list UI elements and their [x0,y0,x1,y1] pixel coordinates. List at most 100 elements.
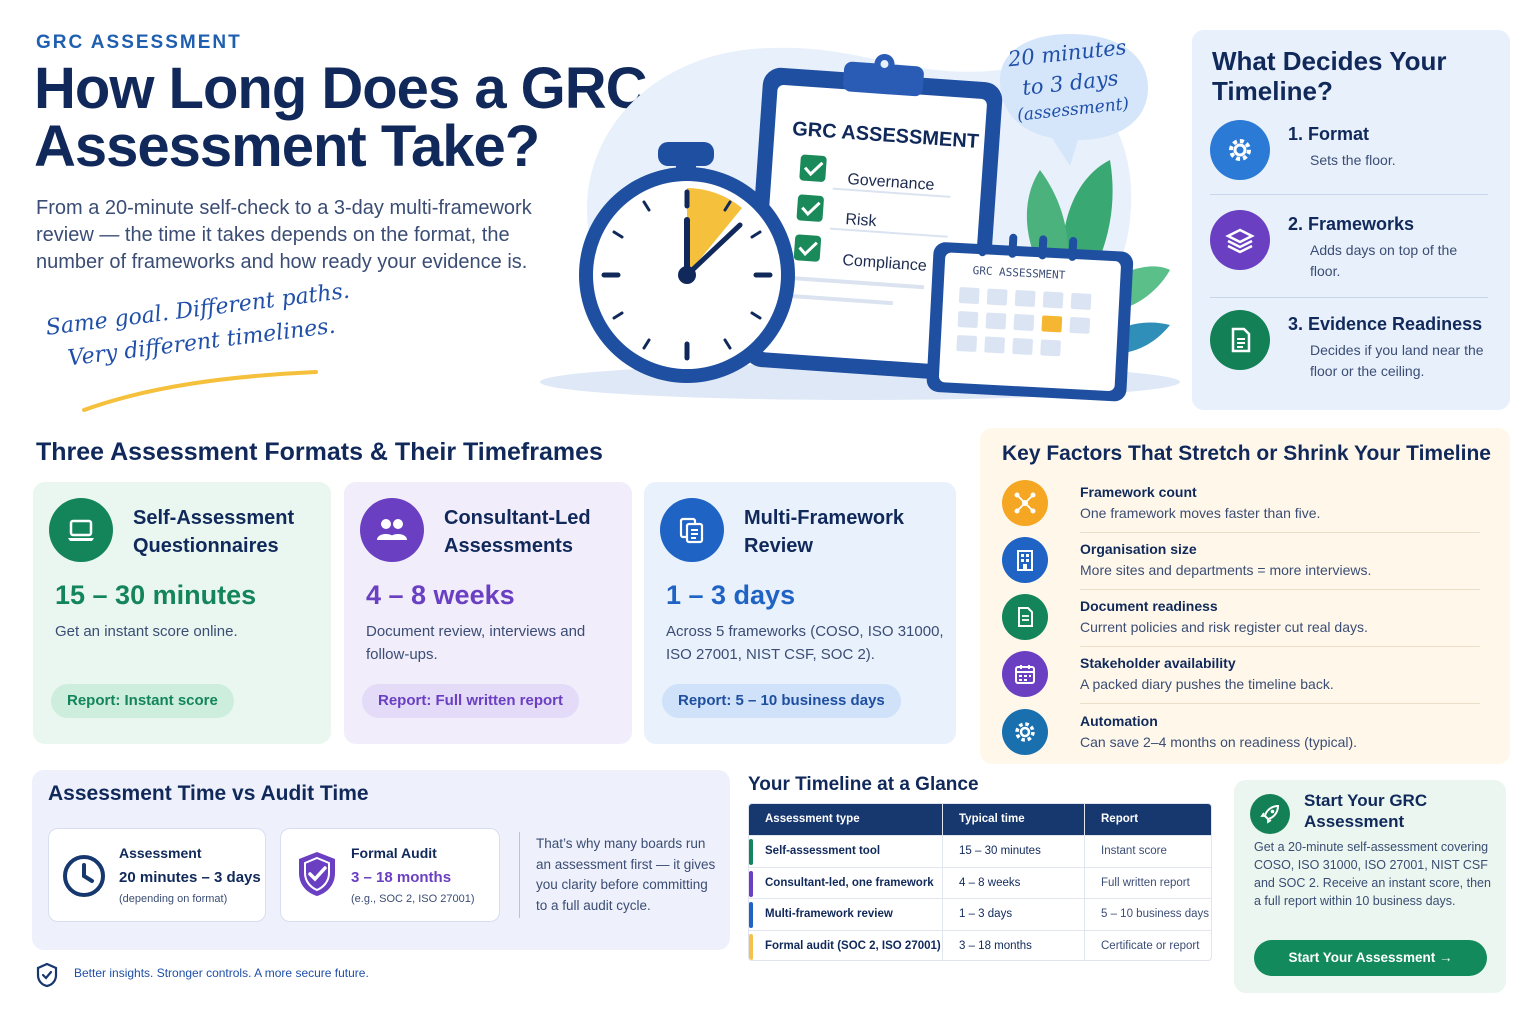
hero-subtitle: From a 20-minute self-check to a 3-day m… [36,197,532,273]
table-row: Self-assessment tool 15 – 30 minutes Ins… [749,835,1211,867]
row-color-bar [749,839,753,865]
network-icon [1002,480,1048,526]
table-row: Formal audit (SOC 2, ISO 27001) 3 – 18 m… [749,929,1211,961]
timeline-title: Your Timeline at a Glance [748,774,979,795]
decides-item-name: 2. Frameworks [1288,214,1415,234]
decides-item-desc: Adds days on top of the floor. [1310,242,1458,279]
row-color-bar [749,870,753,897]
key-factors-panel: Key Factors That Stretch or Shrink Your … [980,428,1510,764]
decides-item-desc: Sets the floor. [1310,152,1396,168]
audit-label: Formal Audit [351,845,437,861]
start-assessment-button[interactable]: Start Your Assessment → [1254,940,1487,976]
people-icon [360,498,424,562]
row-color-bar [749,902,753,928]
audit-box: Formal Audit 3 – 18 months (e.g., SOC 2,… [280,828,500,922]
factor-desc: Current policies and risk register cut r… [1080,619,1368,635]
assessment-vs-audit-panel: Assessment Time vs Audit Time Assessment… [32,770,730,950]
report-badge: Report: Full written report [362,684,579,718]
table-cell: Consultant-led, one framework [765,876,934,889]
table-cell: 1 – 3 days [959,908,1013,920]
format-card-time: 15 – 30 minutes [55,580,257,610]
factor-desc: Can save 2–4 months on readiness (typica… [1080,734,1358,750]
factor-name: Automation [1080,713,1158,729]
assessment-label: Assessment [119,845,202,861]
factor-name: Stakeholder availability [1080,655,1236,671]
factor-framework-count: Framework count One framework moves fast… [1002,480,1492,538]
divider [519,832,520,918]
table-cell: 5 – 10 business days [1101,908,1210,920]
format-card-self-assessment: Self-Assessment Questionnaires 15 – 30 m… [33,482,331,744]
handwritten-underline [82,370,318,412]
start-title: Start Your GRC Assessment [1304,791,1428,831]
start-panel: Start Your GRC Assessment Get a 20-minut… [1234,780,1506,993]
divider [1080,646,1480,647]
format-card-name: Consultant-Led Assessments [444,507,591,557]
factor-name: Organisation size [1080,541,1197,557]
factor-desc: One framework moves faster than five. [1080,505,1321,521]
clipboard-item: Risk [844,211,878,231]
decides-item-name: 3. Evidence Readiness [1288,314,1483,334]
report-badge: Report: Instant score [51,684,234,718]
divider [1084,804,1085,960]
building-icon [1002,537,1048,583]
divider [942,804,943,960]
decides-item-desc: Decides if you land near the floor or th… [1310,342,1484,379]
factor-desc: More sites and departments = more interv… [1080,562,1372,578]
formats-title: Three Assessment Formats & Their Timefra… [36,438,603,466]
table-cell: Formal audit (SOC 2, ISO 27001) [765,939,941,952]
shield-check-icon [295,849,339,904]
stopwatch-icon [579,142,795,383]
format-card-name: Multi-Framework Review [744,507,905,557]
table-cell: 3 – 18 months [959,939,1032,952]
factor-desc: A packed diary pushes the timeline back. [1080,676,1334,692]
format-card-name: Self-Assessment Questionnaires [133,507,295,557]
factor-stakeholder-availability: Stakeholder availability A packed diary … [1002,651,1492,709]
speech-bubble [1000,34,1148,166]
clipboard-icon [744,53,1003,382]
start-desc: Get a 20-minute self-assessment covering… [1254,840,1491,908]
key-factors-title: Key Factors That Stretch or Shrink Your … [1002,442,1491,465]
table-cell: Full written report [1101,876,1190,889]
timeline-table: Assessment type Typical time Report Self… [748,803,1212,961]
table-cell: Certificate or report [1101,939,1200,952]
column-header: Typical time [959,813,1025,825]
decides-title: What Decides Your Timeline? [1212,46,1447,106]
assessment-box: Assessment 20 minutes – 3 days (dependin… [48,828,266,922]
table-row: Consultant-led, one framework 4 – 8 week… [749,866,1211,899]
divider [1080,532,1480,533]
audit-time: 3 – 18 months [351,869,452,886]
vs-side-note: That’s why many boards run an assessment… [536,836,716,913]
format-card-consultant-led: Consultant-Led Assessments 4 – 8 weeks D… [344,482,632,744]
table-cell: 4 – 8 weeks [959,876,1021,889]
vs-title: Assessment Time vs Audit Time [48,782,369,805]
divider [1210,297,1488,298]
clock-icon [61,853,107,904]
table-cell: Instant score [1101,845,1167,857]
format-card-desc: Document review, interviews and follow-u… [366,623,586,663]
assessment-note: (depending on format) [119,893,228,905]
gear-icon [1002,709,1048,755]
layers-icon [1210,210,1270,270]
shield-icon [36,962,58,988]
row-color-bar [749,933,753,960]
format-card-time: 4 – 8 weeks [366,580,515,610]
factor-automation: Automation Can save 2–4 months on readin… [1002,709,1492,767]
page-title: How Long Does a GRC Assessment Take? [34,56,648,179]
documents-icon [660,498,724,562]
speech-bubble-text: 20 minutes to 3 days (assessment) [1006,32,1134,128]
factor-document-readiness: Document readiness Current policies and … [1002,594,1492,652]
format-card-desc: Across 5 frameworks (COSO, ISO 31000, IS… [666,623,944,663]
decides-panel: What Decides Your Timeline? 1. Format Se… [1192,30,1510,410]
column-header: Assessment type [765,813,860,825]
laptop-icon [49,498,113,562]
format-card-desc: Get an instant score online. [55,623,238,640]
factor-organisation-size: Organisation size More sites and departm… [1002,537,1492,595]
factor-name: Document readiness [1080,598,1218,614]
report-badge: Report: 5 – 10 business days [662,684,901,718]
divider [1080,589,1480,590]
hero-illustration [540,34,1180,402]
document-icon [1210,310,1270,370]
calendar-icon [926,232,1134,402]
table-header: Assessment type Typical time Report [749,804,1211,835]
eyebrow: GRC ASSESSMENT [36,32,242,53]
